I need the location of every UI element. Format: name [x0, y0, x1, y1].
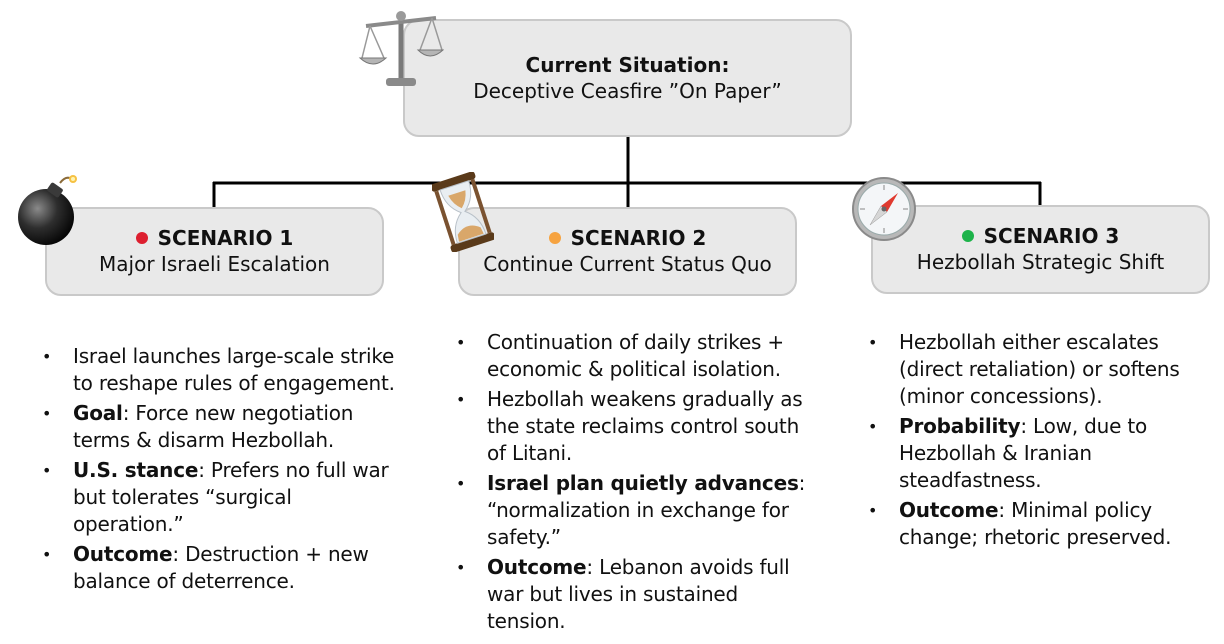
scenario-1-box: SCENARIO 1 Major Israeli Escalation — [45, 207, 384, 296]
bullet-text: : Prefers no full war but tolerates “sur… — [73, 458, 389, 536]
scenario-1-label: SCENARIO 1 — [157, 226, 294, 250]
list-item: Continuation of daily strikes + economic… — [454, 329, 814, 383]
list-item: Outcome: Minimal policy change; rhetoric… — [866, 497, 1211, 551]
list-item: Goal: Force new negotiation terms & disa… — [40, 400, 400, 454]
bullet-text: Israel launches large-scale strike to re… — [73, 344, 395, 395]
list-item: Hezbollah weakens gradually as the state… — [454, 386, 814, 467]
bullet-text: Hezbollah weakens gradually as the state… — [487, 387, 803, 465]
bullet-text: : Lebanon avoids full war but lives in s… — [487, 555, 790, 633]
bullet-bold: Outcome — [487, 555, 587, 579]
bullet-bold: Goal — [73, 401, 123, 425]
hourglass-icon — [432, 172, 494, 252]
scenario-1-status-dot — [135, 232, 148, 244]
scales-icon — [358, 11, 444, 86]
scenario-2-bullet-list: Continuation of daily strikes + economic… — [454, 329, 814, 638]
bullet-bold: U.S. stance — [73, 458, 199, 482]
scenario-2-label: SCENARIO 2 — [570, 226, 707, 250]
current-situation-title: Current Situation: — [525, 53, 730, 77]
scenario-2-heading: SCENARIO 2 — [548, 225, 707, 251]
current-situation-box: Current Situation: Deceptive Ceasfire ”O… — [403, 19, 852, 137]
bullet-text: : “normalization in exchange for safety.… — [487, 471, 806, 549]
scenario-1-heading: SCENARIO 1 — [135, 225, 294, 251]
scenario-3-subtitle: Hezbollah Strategic Shift — [916, 250, 1165, 274]
bullet-bold: Probability — [899, 414, 1021, 438]
compass-icon — [852, 177, 916, 241]
current-situation-subtitle: Deceptive Ceasfire ”On Paper” — [473, 79, 782, 103]
scenario-3-status-dot — [961, 230, 974, 242]
list-item: Outcome: Destruction + new balance of de… — [40, 541, 400, 595]
bullet-text: : Minimal policy change; rhetoric preser… — [899, 498, 1172, 549]
scenario-3-heading: SCENARIO 3 — [961, 223, 1120, 249]
scenario-3-bullet-list: Hezbollah either escalates (direct retal… — [866, 329, 1211, 554]
scenario-1-subtitle: Major Israeli Escalation — [99, 252, 330, 276]
list-item: Israel plan quietly advances: “normaliza… — [454, 470, 814, 551]
list-item: Israel launches large-scale strike to re… — [40, 343, 400, 397]
bullet-text: : Destruction + new balance of deterrenc… — [73, 542, 369, 593]
bullet-text: Continuation of daily strikes + economic… — [487, 330, 784, 381]
scenario-2-box: SCENARIO 2 Continue Current Status Quo — [458, 207, 797, 296]
list-item: Probability: Low, due to Hezbollah & Ira… — [866, 413, 1211, 494]
scenario-3-label: SCENARIO 3 — [983, 224, 1120, 248]
bullet-text: : Low, due to Hezbollah & Iranian steadf… — [899, 414, 1148, 492]
list-item: U.S. stance: Prefers no full war but tol… — [40, 457, 400, 538]
bullet-text: : Force new negotiation terms & disarm H… — [73, 401, 354, 452]
scenario-3-box: SCENARIO 3 Hezbollah Strategic Shift — [871, 205, 1210, 294]
scenario-1-bullet-list: Israel launches large-scale strike to re… — [40, 343, 400, 598]
list-item: Hezbollah either escalates (direct retal… — [866, 329, 1211, 410]
list-item: Outcome: Lebanon avoids full war but liv… — [454, 554, 814, 635]
bullet-bold: Outcome — [73, 542, 173, 566]
bullet-text: Hezbollah either escalates (direct retal… — [899, 330, 1180, 408]
bullet-bold: Israel plan quietly advances — [487, 471, 799, 495]
bomb-icon — [18, 175, 77, 245]
scenario-2-subtitle: Continue Current Status Quo — [483, 252, 772, 276]
scenario-2-status-dot — [548, 232, 561, 244]
bullet-bold: Outcome — [899, 498, 999, 522]
